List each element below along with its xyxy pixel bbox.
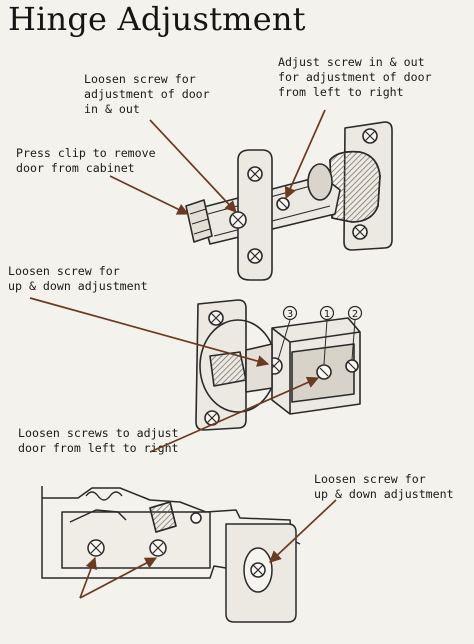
page-title: Hinge Adjustment [8, 0, 306, 38]
callout-line: door from left to right [18, 441, 179, 455]
callout-line: Loosen screws to adjust [18, 426, 179, 440]
callout-line: Loosen screw for [314, 472, 426, 486]
callout-loosen-up-down-1: Loosen screw for up & down adjustment [8, 264, 148, 294]
middle-hinge-drawing [195, 299, 361, 431]
screw-marker-3: 3 [277, 305, 298, 361]
callout-loosen-in-out: Loosen screw for adjustment of door in &… [84, 72, 210, 117]
callout-line: Loosen screw for [8, 264, 120, 278]
callout-adjust-left-right: Adjust screw in & out for adjustment of … [278, 55, 432, 100]
callout-loosen-screws-left-right: Loosen screws to adjust door from left t… [18, 426, 179, 456]
marker-text: 1 [324, 309, 330, 320]
screw-marker-2: 2 [347, 305, 363, 361]
callout-line: adjustment of door [84, 87, 210, 101]
top-hinge-drawing [185, 121, 393, 281]
callout-line: door from cabinet [16, 161, 135, 175]
callout-arrows [29, 109, 337, 599]
callout-line: up & down adjustment [8, 279, 148, 293]
callout-line: for adjustment of door [278, 70, 432, 84]
callout-press-clip: Press clip to remove door from cabinet [16, 146, 156, 176]
callout-line: up & down adjustment [314, 487, 454, 501]
marker-text: 2 [352, 309, 358, 320]
callout-line: in & out [84, 102, 140, 116]
callout-line: Loosen screw for [84, 72, 196, 86]
callout-line: Press clip to remove [16, 146, 156, 160]
bottom-hinge-drawing [41, 486, 301, 623]
screw-marker-1: 1 [319, 305, 335, 365]
marker-text: 3 [287, 309, 293, 320]
callout-line: from left to right [278, 85, 404, 99]
callout-loosen-up-down-2: Loosen screw for up & down adjustment [314, 472, 454, 502]
callout-line: Adjust screw in & out [278, 55, 425, 69]
